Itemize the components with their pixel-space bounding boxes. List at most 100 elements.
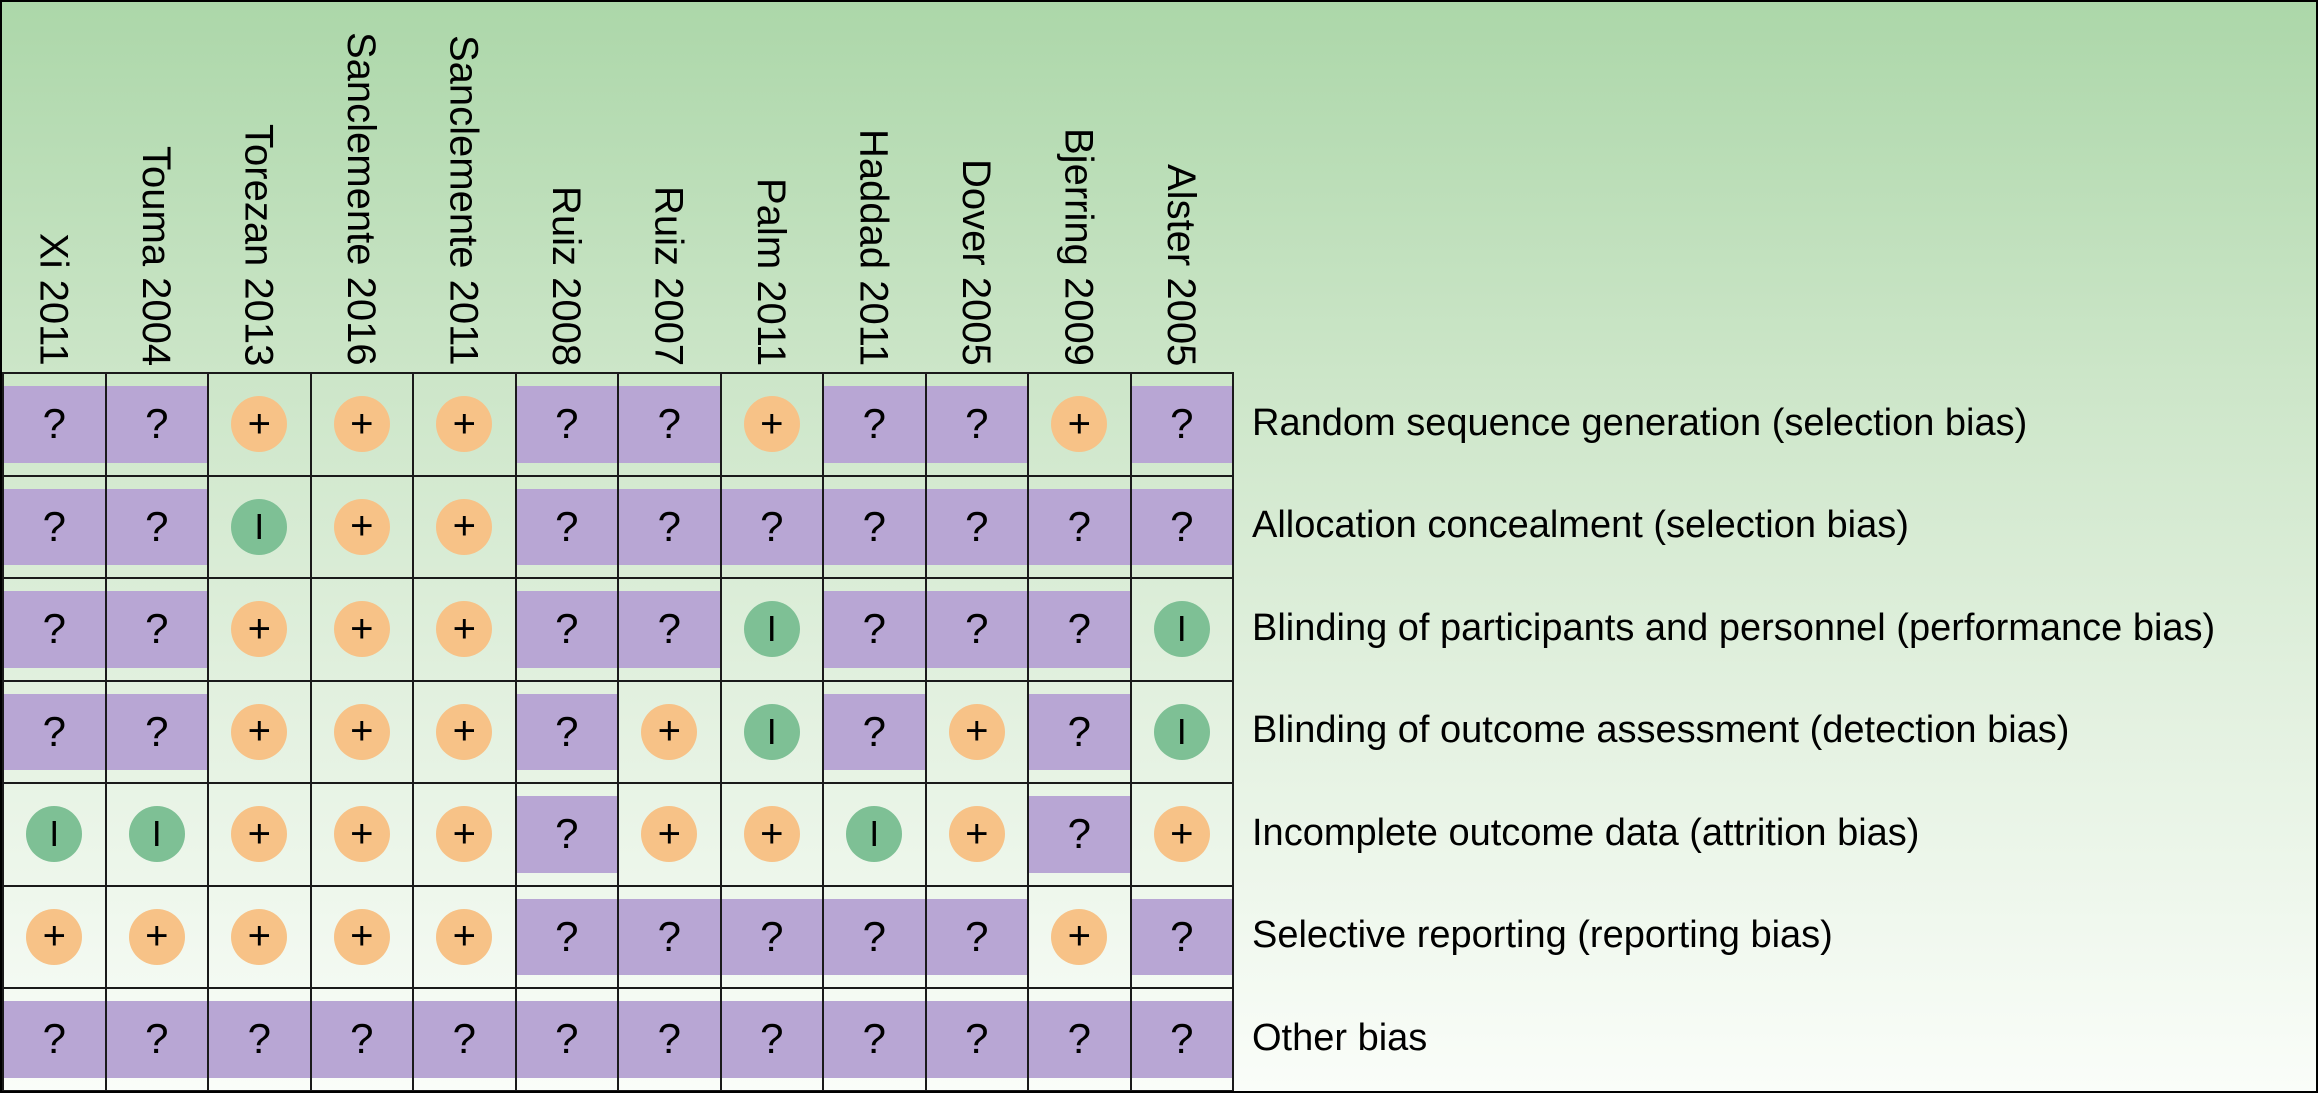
- low-risk-mark: +: [1051, 908, 1108, 965]
- unclear-risk-mark: ?: [145, 1015, 169, 1063]
- study-header: Torezan 2013: [236, 123, 281, 366]
- unclear-risk-mark: ?: [555, 810, 579, 858]
- unclear-risk-mark: ?: [1067, 810, 1091, 858]
- judgement-cell-low: +: [2, 884, 107, 989]
- judgement-cell-unclear: ?: [104, 987, 209, 1091]
- unclear-risk-mark: ?: [145, 502, 169, 550]
- judgement-cell-low: +: [207, 782, 312, 887]
- judgement-cell-low: +: [617, 679, 722, 784]
- domain-label: Allocation concealment (selection bias): [1252, 504, 1909, 546]
- study-header: Xi 2011: [31, 233, 76, 366]
- judgement-cell-low: +: [207, 577, 312, 682]
- unclear-risk-mark: ?: [657, 912, 681, 960]
- unclear-risk-mark: ?: [1170, 912, 1194, 960]
- low-risk-mark: +: [128, 908, 185, 965]
- low-risk-mark: +: [333, 908, 390, 965]
- judgement-cell-unclear: ?: [514, 577, 619, 682]
- unclear-risk-mark: ?: [862, 1015, 886, 1063]
- judgement-cell-unclear: ?: [104, 577, 209, 682]
- judgement-cell-high: I: [207, 474, 312, 579]
- unclear-risk-mark: ?: [555, 502, 579, 550]
- judgement-cell-high: I: [104, 782, 209, 887]
- judgement-cell-high: I: [719, 679, 824, 784]
- judgement-cell-high: I: [1129, 577, 1234, 682]
- judgement-cell-low: +: [309, 782, 414, 887]
- low-risk-mark: +: [1153, 806, 1210, 863]
- judgement-cell-low: +: [412, 577, 517, 682]
- unclear-risk-mark: ?: [862, 400, 886, 448]
- study-header: Alster 2005: [1159, 163, 1203, 366]
- judgement-cell-low: +: [412, 884, 517, 989]
- unclear-risk-mark: ?: [965, 400, 989, 448]
- judgement-cell-unclear: ?: [1027, 987, 1132, 1091]
- unclear-risk-mark: ?: [555, 1015, 579, 1063]
- judgement-cell-unclear: ?: [2, 372, 107, 477]
- judgement-cell-unclear: ?: [2, 577, 107, 682]
- unclear-risk-mark: ?: [555, 605, 579, 653]
- unclear-risk-mark: ?: [1067, 502, 1091, 550]
- judgement-cell-unclear: ?: [104, 474, 209, 579]
- judgement-cell-unclear: ?: [514, 372, 619, 477]
- unclear-risk-mark: ?: [555, 912, 579, 960]
- unclear-risk-mark: ?: [42, 502, 66, 550]
- low-risk-mark: +: [231, 396, 288, 453]
- judgement-cell-low: +: [207, 679, 312, 784]
- judgement-cell-unclear: ?: [924, 474, 1029, 579]
- judgement-cell-unclear: ?: [514, 474, 619, 579]
- low-risk-mark: +: [1051, 396, 1108, 453]
- study-header: Bjerring 2009: [1056, 128, 1101, 366]
- judgement-cell-low: +: [412, 474, 517, 579]
- judgement-cell-low: +: [1027, 372, 1132, 477]
- judgement-cell-unclear: ?: [719, 884, 824, 989]
- judgement-cell-low: +: [924, 782, 1029, 887]
- low-risk-mark: +: [743, 396, 800, 453]
- high-risk-mark: I: [743, 703, 800, 760]
- low-risk-mark: +: [231, 908, 288, 965]
- low-risk-mark: +: [333, 806, 390, 863]
- judgement-cell-unclear: ?: [1129, 474, 1234, 579]
- judgement-cell-unclear: ?: [1129, 987, 1234, 1091]
- judgement-cell-unclear: ?: [412, 987, 517, 1091]
- judgement-cell-unclear: ?: [1027, 679, 1132, 784]
- unclear-risk-mark: ?: [657, 400, 681, 448]
- judgement-cell-unclear: ?: [617, 577, 722, 682]
- study-header: Palm 2011: [749, 177, 793, 366]
- judgement-cell-unclear: ?: [822, 679, 927, 784]
- unclear-risk-mark: ?: [1170, 502, 1194, 550]
- judgement-cell-unclear: ?: [1027, 577, 1132, 682]
- study-header: Ruiz 2008: [544, 185, 588, 366]
- domain-label: Blinding of outcome assessment (detectio…: [1252, 709, 2070, 751]
- low-risk-mark: +: [333, 601, 390, 658]
- domain-label: Incomplete outcome data (attrition bias): [1252, 811, 1920, 854]
- high-risk-mark: I: [846, 806, 903, 863]
- low-risk-mark: +: [743, 806, 800, 863]
- judgement-cell-low: +: [207, 372, 312, 477]
- unclear-risk-mark: ?: [350, 1015, 374, 1063]
- judgement-cell-low: +: [617, 782, 722, 887]
- judgement-cell-unclear: ?: [2, 987, 107, 1091]
- judgement-cell-unclear: ?: [2, 474, 107, 579]
- low-risk-mark: +: [231, 703, 288, 760]
- unclear-risk-mark: ?: [1067, 1015, 1091, 1063]
- unclear-risk-mark: ?: [965, 1015, 989, 1063]
- judgement-cell-unclear: ?: [514, 987, 619, 1091]
- unclear-risk-mark: ?: [1170, 400, 1194, 448]
- high-risk-mark: I: [1153, 601, 1210, 658]
- judgement-cell-unclear: ?: [822, 884, 927, 989]
- judgement-cell-low: +: [309, 474, 414, 579]
- judgement-cell-unclear: ?: [822, 577, 927, 682]
- unclear-risk-mark: ?: [145, 400, 169, 448]
- unclear-risk-mark: ?: [42, 605, 66, 653]
- unclear-risk-mark: ?: [247, 1015, 271, 1063]
- unclear-risk-mark: ?: [145, 707, 169, 755]
- judgement-cell-low: +: [412, 782, 517, 887]
- unclear-risk-mark: ?: [862, 605, 886, 653]
- judgement-cell-unclear: ?: [1027, 782, 1132, 887]
- judgement-cell-low: +: [309, 679, 414, 784]
- judgement-cell-high: I: [1129, 679, 1234, 784]
- domain-label: Blinding of participants and personnel (…: [1252, 606, 2216, 649]
- unclear-risk-mark: ?: [1170, 1015, 1194, 1063]
- judgement-cell-low: +: [207, 884, 312, 989]
- unclear-risk-mark: ?: [965, 502, 989, 550]
